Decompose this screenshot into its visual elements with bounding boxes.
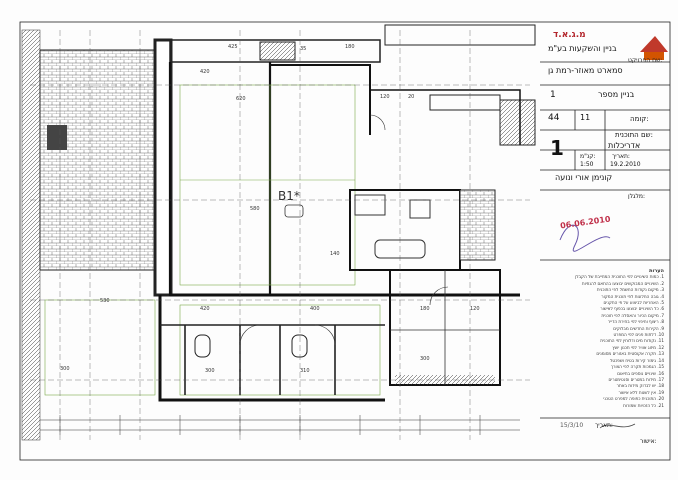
scale-label: קנ"מ: <box>580 153 596 160</box>
note-line: 11. נקודות מים ודלוחין לפי התוכנית <box>600 338 664 344</box>
note-line: 12. מיזוג אוויר לפי תכנון יועץ <box>612 344 664 350</box>
note-line: 7. מיקום הכיור והאסלה לפי תוכנית <box>601 312 664 318</box>
note-line: 19. אין לשנות ללא אישור <box>618 389 664 395</box>
approval-label: אישור: <box>640 438 657 445</box>
company-logo-text: מ.ג.א.ד <box>553 30 586 40</box>
floor-label: קומה: <box>630 115 649 123</box>
svg-text:140: 140 <box>330 251 340 257</box>
svg-text:420: 420 <box>200 306 210 312</box>
drawn-by-label: תאריך: <box>595 422 613 429</box>
note-line: 16. שינויים נוספים בתיאום <box>617 370 664 376</box>
date-label: תאריך: <box>612 153 630 160</box>
note-line: 8. ריצוף וחיפוי לפי בחירת הדייר <box>607 319 664 325</box>
revision-note: 15/3/10 <box>560 422 584 429</box>
note-line: 10. דלתות פנים לפי המפרט <box>613 332 664 338</box>
note-line: 2. השינויים המבוקשים יבוצעו בהתאם להנחיו… <box>581 280 664 286</box>
note-line: 17. מידות במטרים וסנטימטרים <box>608 376 664 382</box>
svg-text:35: 35 <box>300 46 306 52</box>
svg-text:400: 400 <box>310 306 320 312</box>
svg-text:120: 120 <box>470 306 480 312</box>
note-line: 18. יש לבדוק מידות באתר <box>616 383 664 389</box>
apartment-type: קונימן אורי ונועה <box>555 173 613 182</box>
project-label: שם הפרויקט: <box>628 57 663 64</box>
svg-text:300: 300 <box>420 356 430 362</box>
note-line: 9. הקירות החדשים מבלוקים <box>613 325 664 331</box>
svg-text:580: 580 <box>250 206 260 212</box>
svg-text:120: 120 <box>380 94 390 100</box>
note-line: 6. כל השינויים יבוצעו בכפוף לאישור <box>600 306 664 312</box>
svg-text:300: 300 <box>205 368 215 374</box>
building-number: 1 <box>550 90 556 100</box>
notes-title: הערות <box>649 268 664 274</box>
svg-text:310: 310 <box>300 368 310 374</box>
note-line: 21. כל הזכויות שמורות <box>623 402 664 408</box>
discipline-label: שם התוכנית: <box>615 131 653 139</box>
scale-value: 1:50 <box>580 161 594 168</box>
note-line: 3. מיקום נקודות החשמל לפי התוכנית <box>596 287 664 293</box>
svg-text:620: 620 <box>236 96 246 102</box>
note-line: 4. גובה החלונות לפי תוכנית המקור <box>601 293 664 299</box>
svg-text:300: 300 <box>60 366 70 372</box>
company-name: בניין והשקעות בע"מ <box>548 44 617 53</box>
svg-text:530: 530 <box>100 298 110 304</box>
discipline-value: אדריכלות <box>608 141 641 150</box>
floor-value: 11 <box>580 113 591 122</box>
svg-text:420: 420 <box>200 69 210 75</box>
sheet-number: 44 <box>548 113 560 123</box>
general-notes: הערות 1. כמות השינויים לפי התוכנית המחיי… <box>546 268 664 409</box>
note-line: 5. האחריות לביצוע על פי התקנים <box>603 300 664 306</box>
date-value: 19.2.2010 <box>610 161 641 168</box>
note-line: 13. תקרה אקוסטית באזורים מסומנים <box>596 351 664 357</box>
svg-text:180: 180 <box>420 306 430 312</box>
note-line: 15. הנמכות תקרה לפי הצורך <box>610 364 664 370</box>
building-label: בניין מספר <box>598 90 635 99</box>
drawing-number: 1 <box>550 136 564 160</box>
svg-text:425: 425 <box>228 44 238 50</box>
remarks-label: מלגלן: <box>628 193 646 200</box>
note-line: 14. גימור קירות בטיח ושפכטל <box>609 357 664 363</box>
svg-text:20: 20 <box>408 94 414 100</box>
svg-text:180: 180 <box>345 44 355 50</box>
note-line: 1. כמות השינויים לפי התוכנית המחייבת של … <box>575 274 664 280</box>
project-name: סמארט מאוזר-רמת גן <box>548 66 623 75</box>
note-line: 20. התוכנית כפופה למפרט הטכני <box>603 396 664 402</box>
unit-label: B1* <box>278 189 300 203</box>
